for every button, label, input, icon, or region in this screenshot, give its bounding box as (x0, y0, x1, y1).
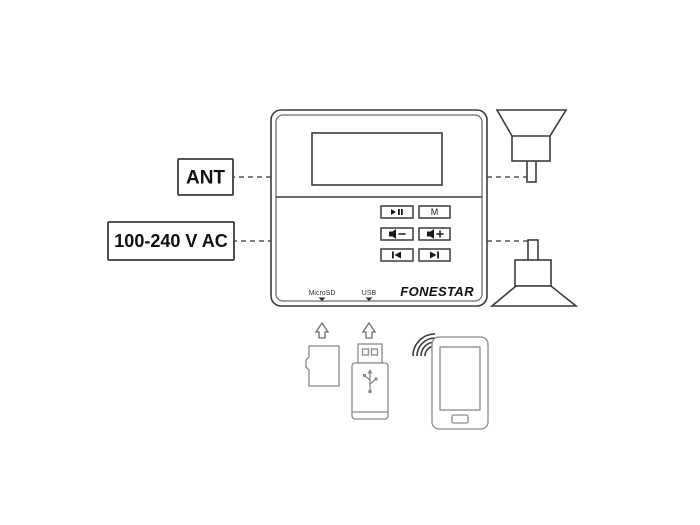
lcd-display (311, 132, 443, 186)
ant-label-box: ANT (177, 158, 234, 196)
usb-flash-drive (351, 343, 389, 420)
pendant-horn-speaker (495, 109, 568, 183)
smartphone (431, 336, 489, 430)
amplifier-device[interactable]: M MicroSD (270, 109, 488, 307)
microsd-insert-arrow (314, 321, 330, 339)
button-volume-down[interactable] (380, 227, 414, 241)
button-volume-up[interactable] (418, 227, 451, 241)
horn-speaker (489, 239, 579, 307)
button-mode[interactable]: M (418, 205, 451, 219)
usb-port-text: USB (362, 290, 377, 297)
ant-label-text: ANT (186, 168, 225, 189)
button-play-pause[interactable] (380, 205, 414, 219)
wireless-signal-icon (412, 333, 436, 357)
power-label-text: 100-240 V AC (114, 231, 227, 251)
microsd-card (305, 345, 340, 387)
button-previous-track[interactable] (380, 248, 414, 262)
microsd-port-text: MicroSD (309, 290, 336, 297)
home-button (451, 414, 469, 424)
button-next-track[interactable] (418, 248, 451, 262)
usb-trident-icon (363, 369, 378, 394)
power-label-box: 100-240 V AC (107, 221, 235, 261)
usb-insert-arrow (361, 321, 377, 339)
brand-logo-text: FONESTAR (400, 284, 474, 299)
button-mode-label: M (431, 207, 439, 217)
port-label-usb: USB (362, 290, 377, 301)
port-label-microsd: MicroSD (309, 290, 336, 301)
